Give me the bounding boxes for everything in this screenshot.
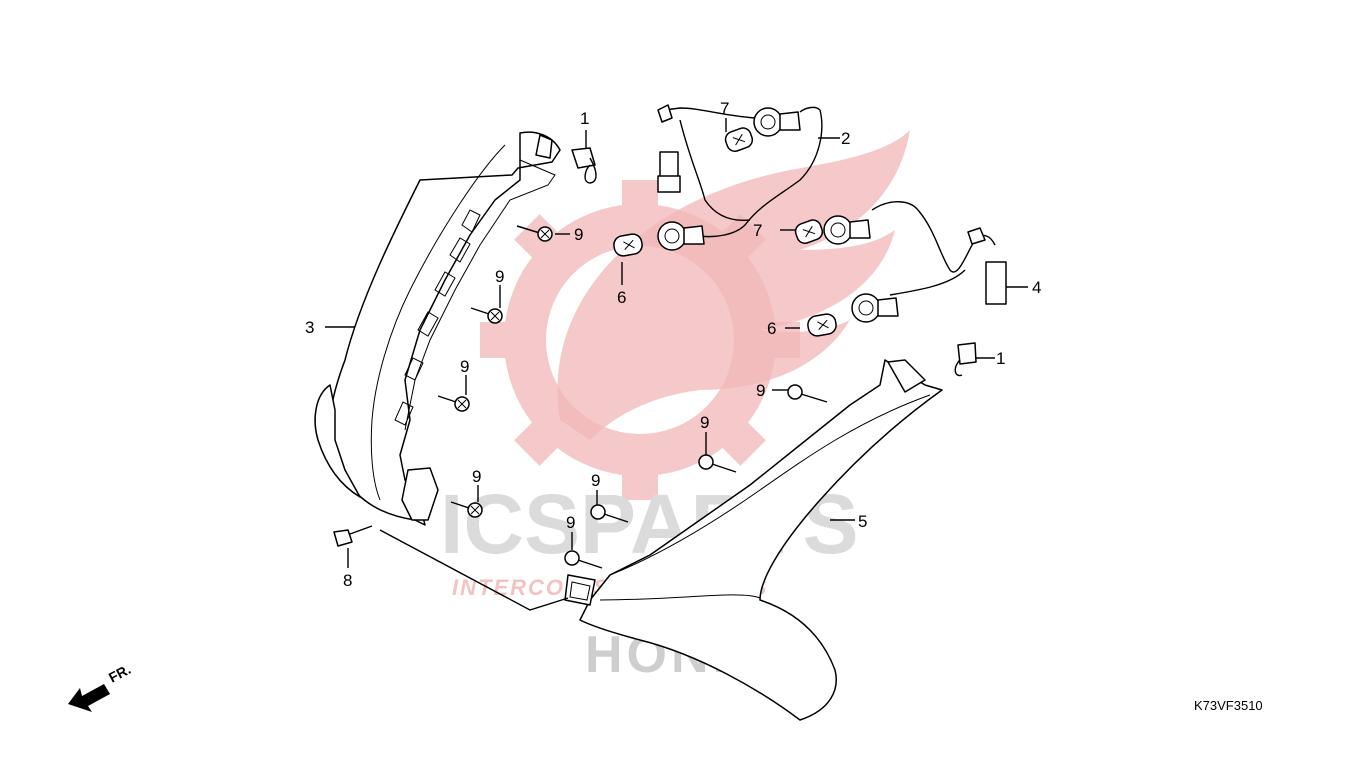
callout-7: 7 (720, 99, 729, 118)
part-1-cap-upper (571, 147, 597, 184)
part-1-cap-lower (954, 342, 977, 377)
callout-7: 7 (753, 221, 762, 240)
arrow-icon (68, 684, 110, 712)
callout-8: 8 (343, 571, 352, 590)
bulb-group (613, 127, 837, 337)
part-4-harness (871, 201, 1007, 305)
callout-6: 6 (767, 319, 776, 338)
leader-lines (325, 118, 1028, 611)
callout-9: 9 (756, 381, 765, 400)
part-8-bolt (333, 525, 373, 547)
screw-group (437, 225, 828, 569)
watermark-wing-icon (557, 130, 910, 440)
callout-9: 9 (472, 467, 481, 486)
part-3-left-cover (314, 131, 561, 526)
callout-1: 1 (996, 349, 1005, 368)
socket-group (657, 107, 899, 323)
part-5-right-cover (564, 359, 943, 721)
callout-4: 4 (1032, 278, 1041, 297)
callout-1: 1 (580, 109, 589, 128)
front-direction-indicator: FR. (68, 661, 133, 712)
callout-3: 3 (305, 318, 314, 337)
callout-9: 9 (566, 513, 575, 532)
callout-6: 6 (617, 288, 626, 307)
diagram-code: K73VF3510 (1194, 698, 1263, 713)
callout-9: 9 (574, 225, 583, 244)
callout-5: 5 (858, 512, 867, 531)
part-2-harness (657, 104, 823, 238)
callout-9: 9 (460, 357, 469, 376)
part-4-connector (985, 261, 1007, 305)
callout-2: 2 (841, 129, 850, 148)
callout-9: 9 (591, 471, 600, 490)
callout-9: 9 (495, 267, 504, 286)
front-label: FR. (106, 661, 133, 686)
part-2-connector (659, 151, 679, 179)
callouts: 1 1 2 3 4 5 6 6 7 7 8 9 9 9 9 9 9 9 9 (305, 99, 1041, 590)
callout-9: 9 (700, 413, 709, 432)
